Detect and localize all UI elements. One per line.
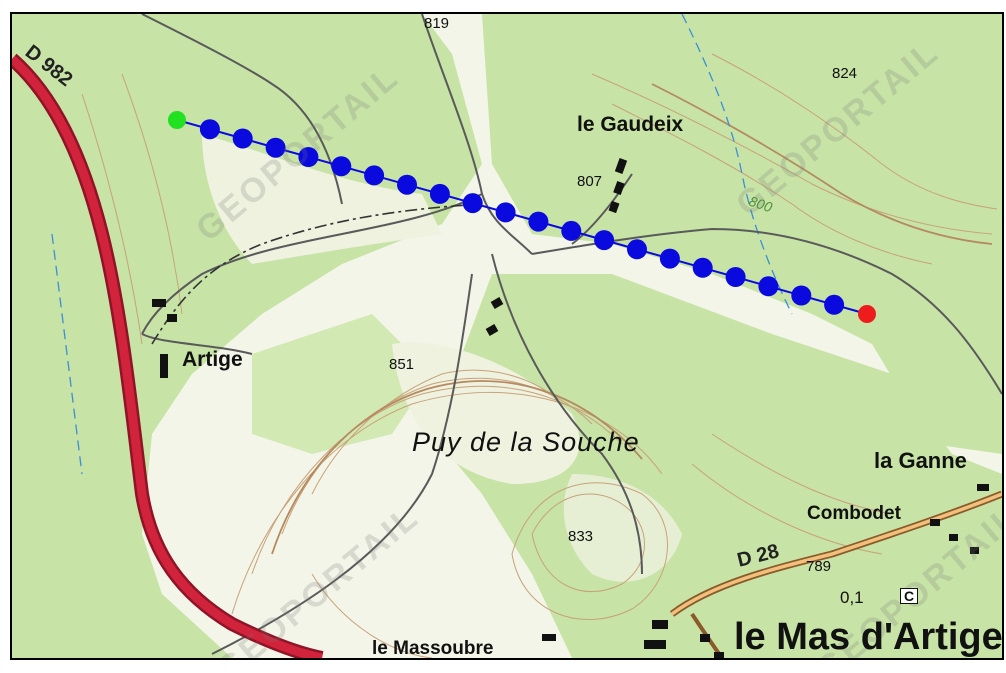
route-end-marker[interactable] [858,305,876,323]
route-waypoint[interactable] [528,211,549,232]
route-line [176,119,868,315]
route-waypoint[interactable] [594,230,615,251]
contour-lines-major [271,83,993,555]
buildings [152,158,989,658]
route-waypoint[interactable] [791,285,812,306]
altitude-824: 824 [832,65,858,82]
route-waypoint[interactable] [758,276,779,297]
altitude-789: 789 [806,558,832,575]
altitude-0-1: 0,1 [840,588,864,607]
route-start-marker[interactable] [168,111,186,129]
route-waypoint[interactable] [627,239,647,260]
route-waypoint[interactable] [495,202,516,223]
route-waypoint[interactable] [824,294,845,315]
place-le-massoubre: le Massoubre [372,638,494,659]
route-waypoint[interactable] [462,193,483,214]
route-waypoint[interactable] [232,128,253,149]
place-le-gaudeix: le Gaudeix [577,113,684,136]
tracks [151,203,483,345]
map-symbol-c: C [900,588,919,604]
route-waypoint[interactable] [298,147,319,167]
map-viewport[interactable]: GEOPORTAIL GEOPORTAIL GEOPORTAIL GEOPORT… [10,12,1004,660]
road-d28-fill [670,492,1002,616]
route-waypoint[interactable] [659,248,680,269]
contour-lines [81,53,998,658]
road-d982 [12,55,323,658]
route[interactable] [168,111,876,323]
route-waypoint[interactable] [429,183,450,204]
streams [51,14,793,475]
altitude-833: 833 [568,528,594,545]
place-combodet: Combodet [807,503,901,524]
route-waypoint[interactable] [561,220,582,241]
topographic-map[interactable] [12,14,1002,658]
place-la-ganne: la Ganne [874,448,967,473]
altitude-819: 819 [424,15,450,32]
place-artige: Artige [182,348,243,371]
route-waypoint[interactable] [725,267,746,287]
place-le-mas-d-artige: le Mas d'Artige [734,616,1003,658]
altitude-851: 851 [389,356,415,373]
altitude-807: 807 [577,173,603,190]
minor-roads [141,14,1002,655]
place-puy-de-la-souche: Puy de la Souche [412,427,640,457]
route-waypoint[interactable] [397,174,417,195]
route-waypoint[interactable] [331,156,352,177]
route-waypoint[interactable] [364,165,385,186]
route-waypoint[interactable] [692,257,713,278]
route-waypoint[interactable] [199,119,220,140]
route-waypoint[interactable] [265,137,286,158]
